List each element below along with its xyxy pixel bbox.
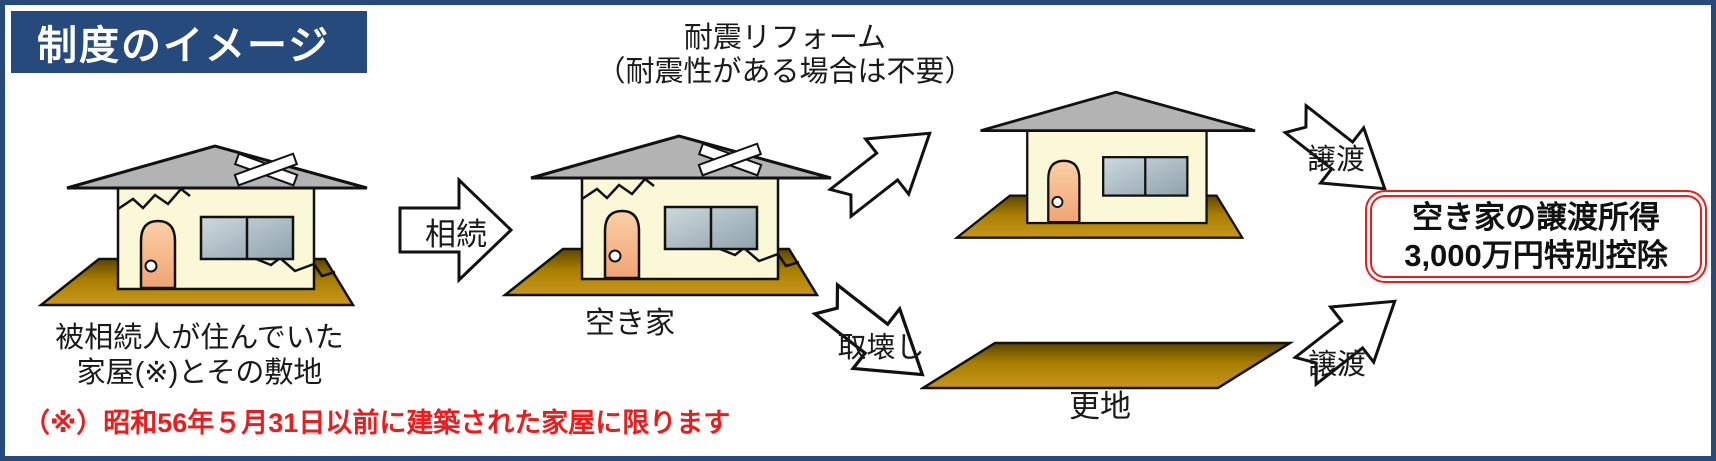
transfer-arrow-bottom-label: 譲渡	[1307, 349, 1366, 381]
wall-crack-upper	[581, 177, 655, 201]
vacant-house-label: 空き家	[585, 307, 675, 340]
vacant-land-label: 更地	[1069, 389, 1131, 424]
title-box: 制度のイメージ	[11, 11, 367, 73]
door-shape	[603, 209, 641, 280]
reform-note-line2: （耐震性がある場合は不要）	[596, 56, 974, 89]
vacant-land-icon	[920, 341, 1295, 390]
cracked-house-icon	[501, 134, 832, 297]
transfer-arrow-bottom-icon	[1291, 299, 1397, 388]
page-title: 制度のイメージ	[37, 24, 331, 68]
cracked-house-icon	[37, 144, 368, 307]
inherited-house-label: 被相続人が住んでいた 家屋(※)とその敷地	[17, 321, 382, 392]
transfer-arrow-top-label: 譲渡	[1306, 144, 1365, 176]
door-knob	[144, 259, 158, 273]
inherit-arrow-label: 相続	[425, 217, 487, 252]
demolish-arrow-label: 取壊し	[837, 332, 925, 364]
roof-shape	[530, 134, 832, 180]
inherit-arrow-icon	[398, 176, 514, 284]
inherited-house-label-line2: 家屋(※)とその敷地	[76, 357, 323, 390]
door-shape	[139, 219, 177, 290]
demolish-arrow-icon	[811, 281, 925, 377]
inherited-house-label-line1: 被相続人が住んでいた	[55, 322, 344, 354]
result-box-line1: 空き家の譲渡所得	[1412, 199, 1660, 235]
land-shape	[920, 341, 1295, 390]
reform-note-line1: 耐震リフォーム	[683, 22, 887, 54]
roof-cross-mark	[233, 152, 299, 187]
roof-shape	[980, 90, 1256, 133]
door-shape	[1047, 159, 1081, 224]
door-knob	[1051, 196, 1064, 208]
clean-house-icon	[953, 90, 1256, 239]
reform-arrow-icon	[826, 131, 932, 220]
footnote: （※）昭和56年５月31日以前に建築された家屋に限ります	[23, 408, 731, 438]
roof-cross-mark	[697, 142, 763, 177]
reform-note: 耐震リフォーム （耐震性がある場合は不要）	[550, 21, 1020, 89]
door-knob	[608, 249, 622, 263]
wall-crack-lower	[714, 245, 800, 268]
result-box-line2: 3,000万円特別控除	[1404, 237, 1668, 273]
wall-crack-lower	[250, 255, 336, 278]
roof-shape	[66, 144, 368, 190]
wall-crack-upper	[117, 187, 191, 211]
result-box: 空き家の譲渡所得 3,000万円特別控除	[1365, 190, 1707, 283]
transfer-arrow-top-icon	[1281, 102, 1387, 191]
